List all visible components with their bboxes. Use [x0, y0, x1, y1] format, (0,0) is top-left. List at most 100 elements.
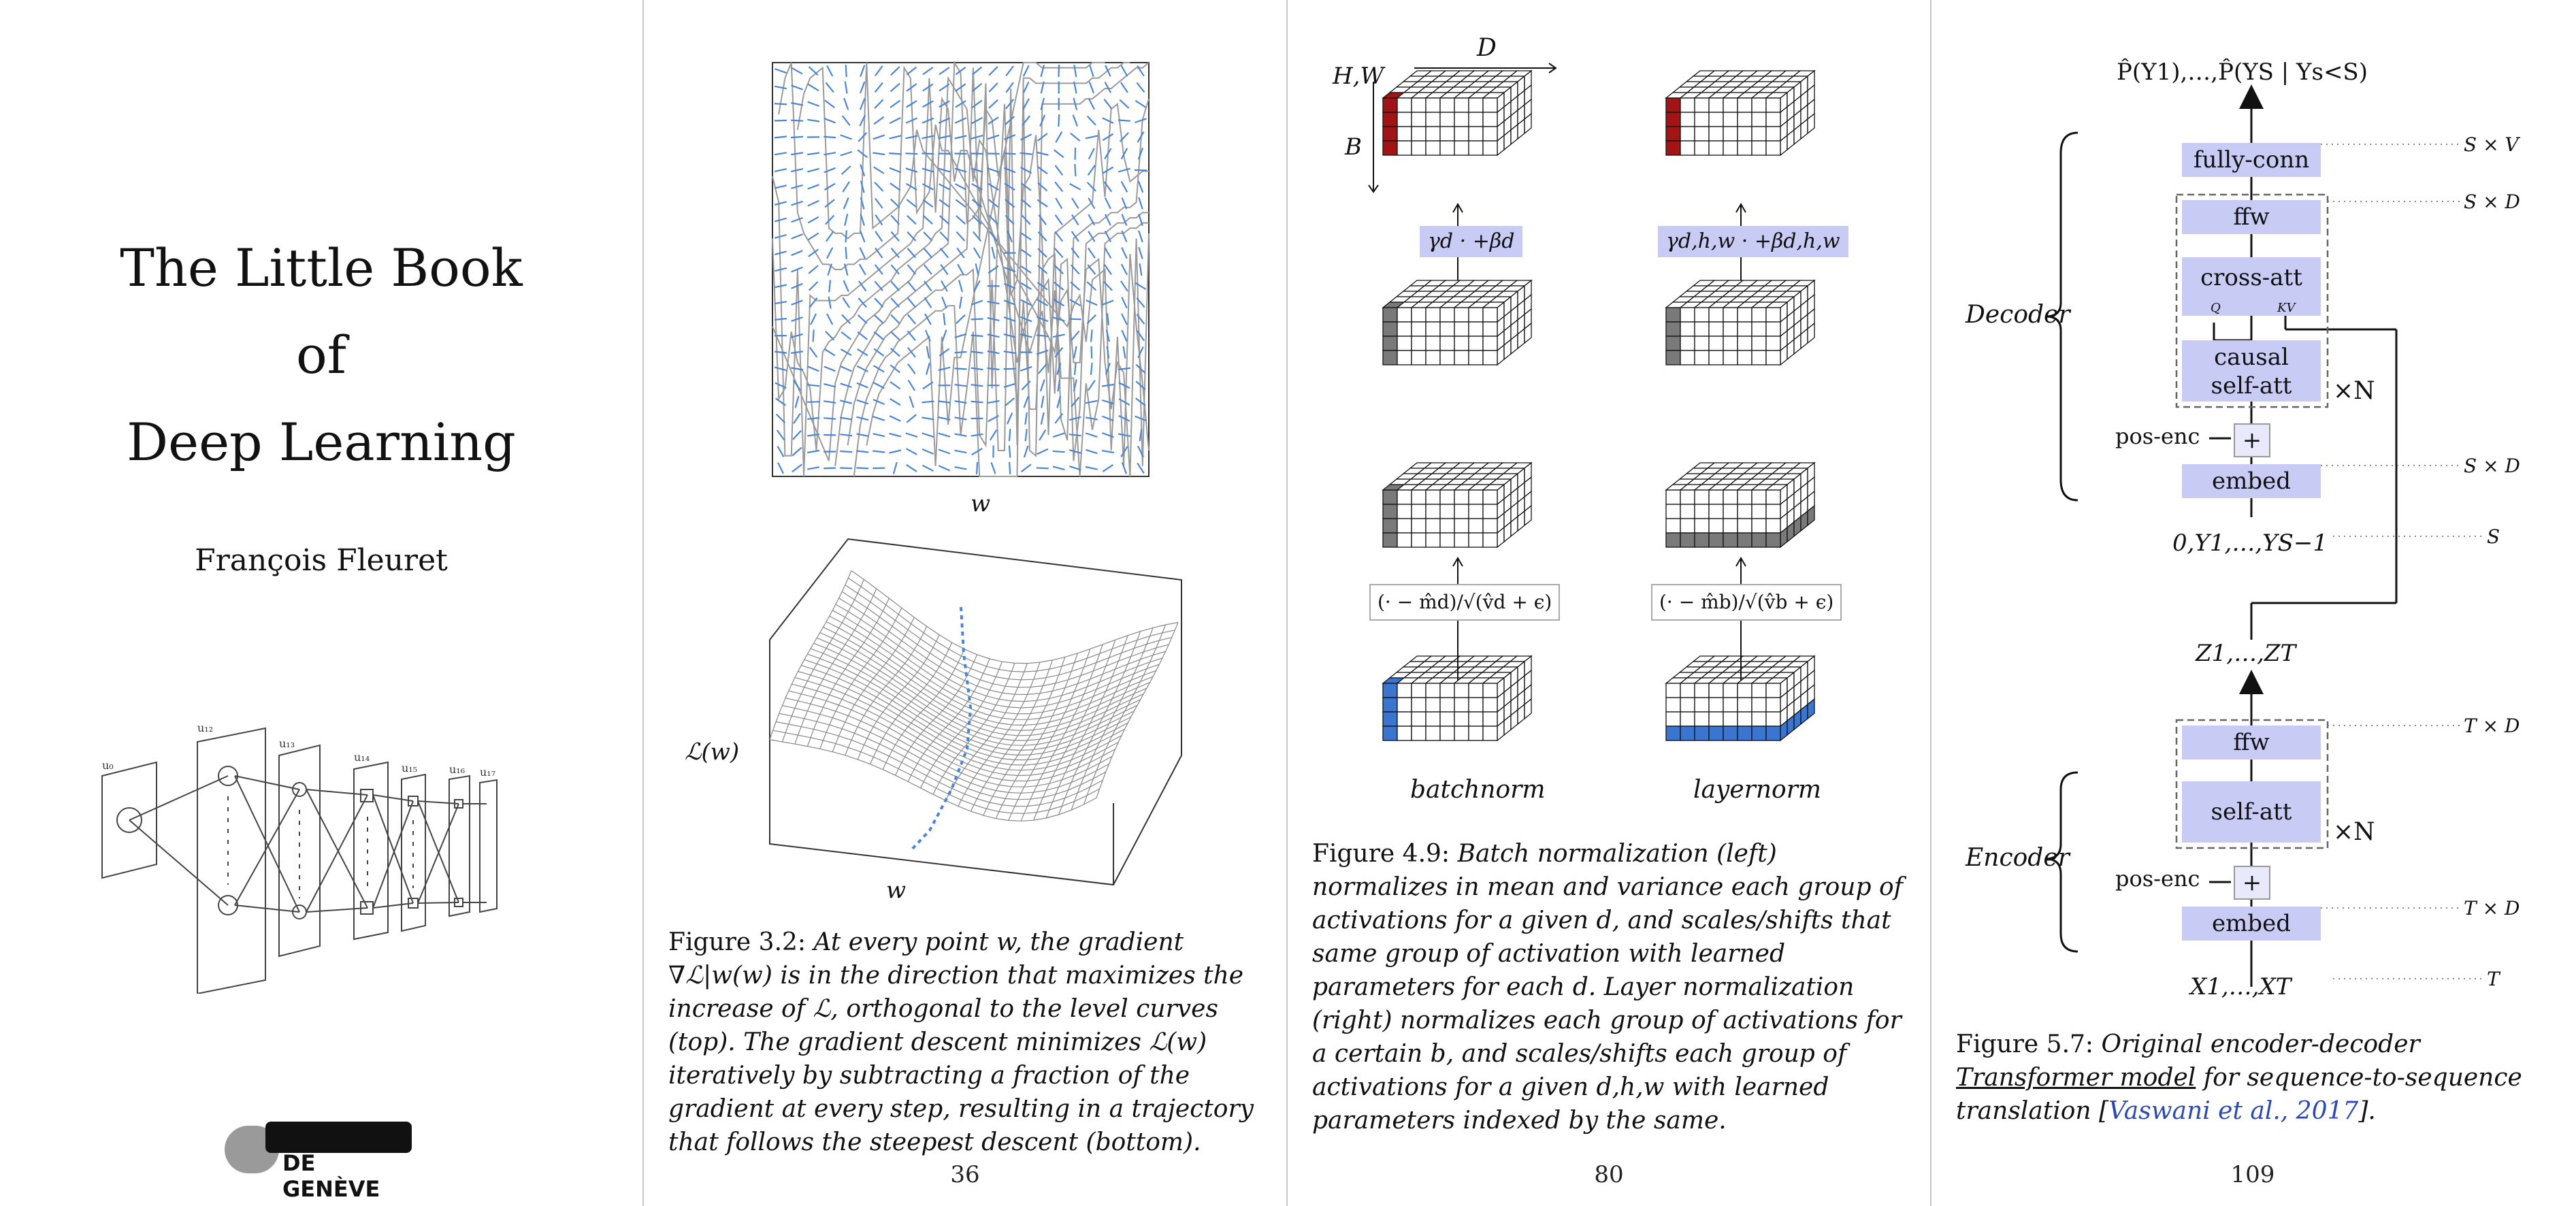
gradient-arrow: [792, 446, 802, 457]
tensor-cell: [1411, 336, 1426, 351]
gradient-arrow: [1138, 214, 1143, 226]
gradient-arrow: [775, 184, 787, 189]
gradient-arrow: [922, 83, 934, 92]
gradient-arrow: [1020, 182, 1032, 191]
gradient-arrow: [825, 82, 834, 93]
gradient-arrow: [1118, 433, 1131, 437]
citation-link[interactable]: Vaswani et al., 2017: [2108, 1097, 2359, 1125]
gradient-arrow: [939, 67, 950, 76]
gradient-arrow: [1087, 264, 1096, 275]
gradient-arrow: [791, 216, 803, 223]
tensor-cell: [1765, 350, 1781, 365]
gradient-arrow: [791, 84, 803, 91]
gradient-arrow: [1038, 363, 1047, 374]
gradient-arrow: [807, 433, 820, 437]
gradient-arrow: [1024, 412, 1028, 425]
gradient-arrow: [774, 119, 787, 122]
tensor-cell: [1694, 504, 1710, 519]
tensor-cell: [1737, 683, 1752, 698]
tensor-cell: [1382, 726, 1398, 741]
gradient-arrow: [840, 348, 852, 357]
gradient-arrow: [807, 449, 820, 454]
tensor-cell: [1723, 532, 1738, 548]
gradient-arrow: [1121, 247, 1128, 259]
gradient-arrow: [793, 380, 802, 391]
gradient-arrow: [890, 297, 900, 308]
gradient-arrow: [1138, 197, 1143, 210]
tensor-cell: [1737, 489, 1752, 505]
gradient-arrow: [922, 417, 934, 421]
tensor-cell: [1737, 126, 1752, 142]
tensor-cell: [1482, 307, 1498, 323]
dim-label: S × V: [2464, 133, 2519, 156]
gradient-arrow: [988, 414, 1000, 423]
tensor-cell: [1765, 112, 1781, 127]
gradient-arrow: [777, 446, 785, 457]
gradient-arrow: [1024, 429, 1028, 442]
tensor-cell: [1665, 126, 1681, 142]
gradient-arrow: [775, 233, 787, 239]
gradient-arrow: [1105, 214, 1111, 226]
dim-label: S × D: [2464, 455, 2520, 477]
gradient-arrow: [1073, 379, 1077, 392]
level-curve: [834, 67, 1149, 466]
gradient-arrow: [828, 280, 832, 293]
gradient-arrow: [1137, 445, 1144, 458]
tensor-cell: [1397, 726, 1412, 741]
gradient-arrow: [938, 366, 951, 372]
gradient-arrow: [923, 248, 933, 259]
tensor-cell: [1411, 350, 1426, 365]
caption-label: Figure 3.2:: [668, 928, 806, 956]
gradient-arrow: [1085, 449, 1098, 455]
gradient-arrow: [1120, 82, 1128, 93]
tensor-cell: [1708, 726, 1724, 741]
dim-label: T × D: [2464, 897, 2520, 919]
tensor-cell: [1454, 126, 1469, 142]
gradient-arrow: [922, 432, 934, 438]
tensor-cell: [1439, 532, 1455, 548]
gradient-arrow: [889, 415, 901, 422]
gradient-arrow: [954, 449, 967, 454]
tensor-cell: [1765, 532, 1781, 548]
ffw-block-encoder: ffw: [2182, 726, 2321, 760]
gradient-arrow: [1088, 81, 1095, 94]
activation-tensor: [1382, 655, 1533, 742]
gradient-arrow: [1052, 432, 1065, 438]
gradient-arrow: [924, 297, 932, 308]
gradient-arrow: [907, 248, 917, 259]
pos-enc-label-decoder: pos-enc: [2115, 423, 2200, 449]
gradient-arrow: [826, 313, 834, 325]
tensor-cell: [1751, 489, 1767, 505]
gradient-arrow: [1005, 65, 1014, 77]
tensor-cell: [1751, 321, 1767, 337]
tensor-cell: [1708, 112, 1724, 127]
surface-mesh-line: [1045, 635, 1128, 819]
tensor-cell: [1439, 321, 1455, 337]
tensor-cell: [1425, 140, 1441, 156]
gradient-arrow: [840, 365, 852, 372]
gradient-arrow: [1022, 98, 1030, 110]
tensor-cell: [1737, 307, 1752, 323]
tensor-cell: [1425, 126, 1441, 142]
tensor-cell: [1482, 336, 1498, 351]
transformer-link[interactable]: Transformer model: [1956, 1064, 2196, 1092]
tensor-cell: [1382, 307, 1398, 323]
gradient-arrow: [906, 66, 917, 76]
gradient-arrow: [922, 448, 934, 455]
page-title-page: The Little Book of Deep Learning Françoi…: [0, 0, 642, 1206]
gradient-arrow: [812, 329, 815, 342]
gradient-arrow: [989, 429, 998, 441]
gradient-arrow: [939, 83, 950, 92]
tensor-cell: [1482, 112, 1498, 127]
tensor-cell: [1680, 350, 1695, 365]
gradient-arrow: [859, 230, 866, 243]
gradient-arrow: [939, 215, 949, 225]
tensor-cell: [1524, 504, 1532, 527]
gradient-arrow: [1037, 182, 1048, 192]
gradient-arrow: [1102, 432, 1114, 438]
gradient-arrow: [807, 167, 820, 173]
tensor-cell: [1694, 697, 1710, 713]
gradient-arrow: [840, 134, 853, 140]
gradient-arrow: [906, 83, 917, 92]
tensor-cell: [1439, 697, 1455, 713]
